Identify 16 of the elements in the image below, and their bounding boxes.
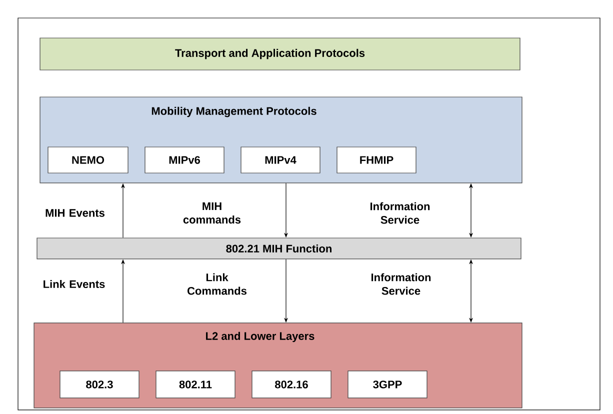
protocol-box: 802.11 [156, 370, 236, 398]
protocol-box: 802.3 [60, 370, 140, 398]
edge-label: Link Commands [188, 273, 246, 295]
edge-label: Information Service [370, 202, 430, 224]
protocol-box: NEMO [48, 146, 128, 174]
edge-label: Information Service [372, 273, 431, 295]
edge-label: MIH Events [46, 209, 104, 217]
edge-label: Link Events [44, 280, 105, 288]
layer-box: Transport and Application Protocols [40, 38, 520, 70]
protocol-box: MIPv4 [240, 146, 320, 174]
edge-label: MIH commands [183, 202, 241, 224]
protocol-box: MIPv6 [144, 146, 224, 174]
protocol-box: 3GPP [348, 370, 428, 398]
protocol-box: FHMIP [336, 146, 416, 174]
protocol-box: 802.16 [252, 370, 332, 398]
function-bar: 802.21 MIH Function [36, 238, 522, 260]
